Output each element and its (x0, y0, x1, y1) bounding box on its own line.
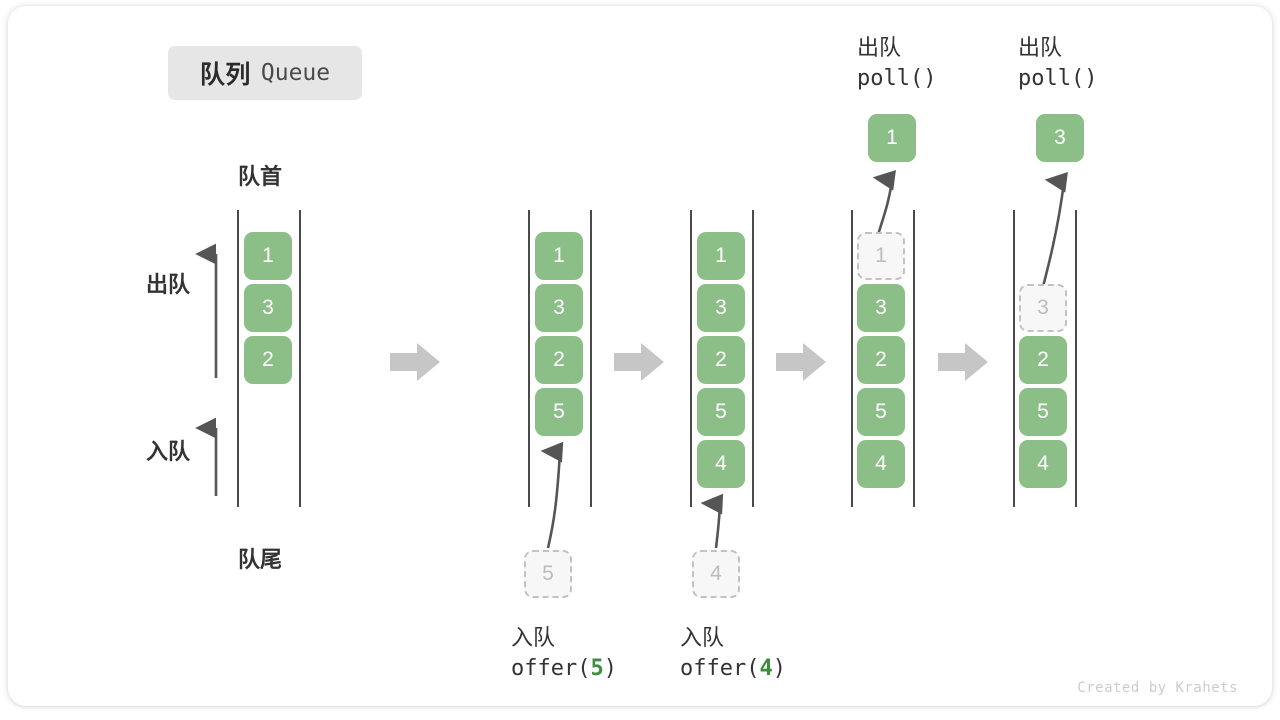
enqueue-caption-cn: 入队 (680, 625, 725, 650)
queue-cell: 2 (244, 336, 292, 384)
queue-rail-left-3 (690, 210, 692, 507)
queue-cell: 2 (535, 336, 583, 384)
enqueue-caption-code: offer(5) (511, 656, 617, 681)
enqueue-direction-arrow-icon (195, 417, 218, 496)
watermark-credit: Created by Krahets (1077, 680, 1238, 696)
queue-cell: 3 (535, 284, 583, 332)
step-arrow-icon (776, 343, 826, 381)
queue-cell-removed-ghost: 1 (857, 232, 905, 280)
queue-cell: 2 (697, 336, 745, 384)
queue-rail-left-1 (237, 210, 239, 507)
queue-rail-right-4 (913, 210, 915, 507)
step-arrow-icon (614, 343, 664, 381)
dequeue-caption-cn: 出队 (1018, 35, 1063, 60)
dequeue-caption-code: poll() (1018, 66, 1098, 91)
queue-cell: 1 (697, 232, 745, 280)
queue-cell: 1 (244, 232, 292, 280)
incoming-element-ghost: 4 (692, 550, 740, 598)
queue-cell: 3 (244, 284, 292, 332)
dequeue-direction-arrow-icon (195, 243, 218, 378)
queue-cell-removed-ghost: 3 (1019, 284, 1067, 332)
diagram-title-en: Queue (260, 60, 331, 86)
queue-rail-right-5 (1075, 210, 1077, 507)
enqueue-motion-arrow-icon (540, 441, 564, 549)
diagram-title-chip: 队列 Queue (168, 46, 362, 100)
code-prefix: offer( (680, 656, 760, 681)
diagram-title-cn: 队列 (199, 61, 251, 89)
queue-rail-right-1 (299, 210, 301, 507)
queue-rail-right-3 (752, 210, 754, 507)
enqueue-caption-cn: 入队 (511, 625, 556, 650)
queue-cell: 5 (857, 388, 905, 436)
popped-element: 1 (868, 114, 916, 162)
queue-cell: 2 (1019, 336, 1067, 384)
queue-cell: 4 (1019, 440, 1067, 488)
queue-rail-left-4 (851, 210, 853, 507)
enqueue-motion-arrow-icon (700, 493, 724, 549)
queue-cell: 3 (697, 284, 745, 332)
queue-rail-left-2 (528, 210, 530, 507)
tail-label: 队尾 (238, 547, 283, 572)
incoming-element-ghost: 5 (524, 550, 572, 598)
queue-rail-right-2 (590, 210, 592, 507)
queue-cell: 5 (1019, 388, 1067, 436)
queue-cell-new: 5 (535, 388, 583, 436)
queue-cell: 2 (857, 336, 905, 384)
queue-cell-new: 4 (697, 440, 745, 488)
code-arg: 4 (759, 656, 773, 681)
queue-cell: 3 (857, 284, 905, 332)
dequeue-caption-code: poll() (857, 66, 937, 91)
queue-cell: 1 (535, 232, 583, 280)
queue-cell: 5 (697, 388, 745, 436)
dequeue-direction-label: 出队 (146, 272, 191, 297)
code-suffix: ) (772, 656, 786, 681)
enqueue-direction-label: 入队 (146, 439, 191, 464)
code-prefix: offer( (511, 656, 591, 681)
popped-element: 3 (1036, 114, 1084, 162)
enqueue-caption-code: offer(4) (680, 656, 786, 681)
dequeue-caption-cn: 出队 (857, 35, 902, 60)
step-arrow-icon (938, 343, 988, 381)
step-arrow-icon (390, 343, 440, 381)
queue-rail-left-5 (1013, 210, 1015, 507)
head-label: 队首 (238, 164, 283, 189)
code-suffix: ) (603, 656, 617, 681)
queue-cell: 4 (857, 440, 905, 488)
code-arg: 5 (590, 656, 604, 681)
